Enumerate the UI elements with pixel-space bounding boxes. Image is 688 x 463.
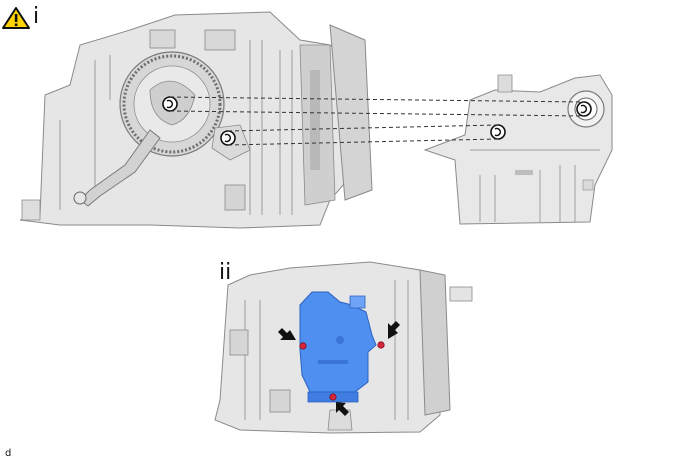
alignment-lines: [169, 96, 585, 146]
figure-caption: d: [5, 448, 12, 459]
clip-marker-lower: [220, 130, 236, 146]
arrow-pointer-icon: [278, 328, 296, 340]
screw-marker-left: [299, 342, 307, 350]
clip-marker-gear: [162, 96, 178, 112]
arrow-pointer-icon: [336, 402, 349, 416]
arrow-pointer-icon: [388, 321, 400, 339]
highlighted-actuator: [299, 291, 377, 403]
step-label-i: i: [33, 4, 40, 29]
clip-marker-mid: [490, 124, 506, 140]
clip-marker-boss: [576, 101, 592, 117]
actuator-part-right: [423, 74, 613, 225]
screw-marker-right: [377, 341, 385, 349]
screw-marker-bottom: [329, 393, 337, 401]
step-label-ii: ii: [219, 260, 232, 285]
warning-triangle-icon: [2, 7, 30, 29]
heater-housing-left: [19, 11, 373, 229]
